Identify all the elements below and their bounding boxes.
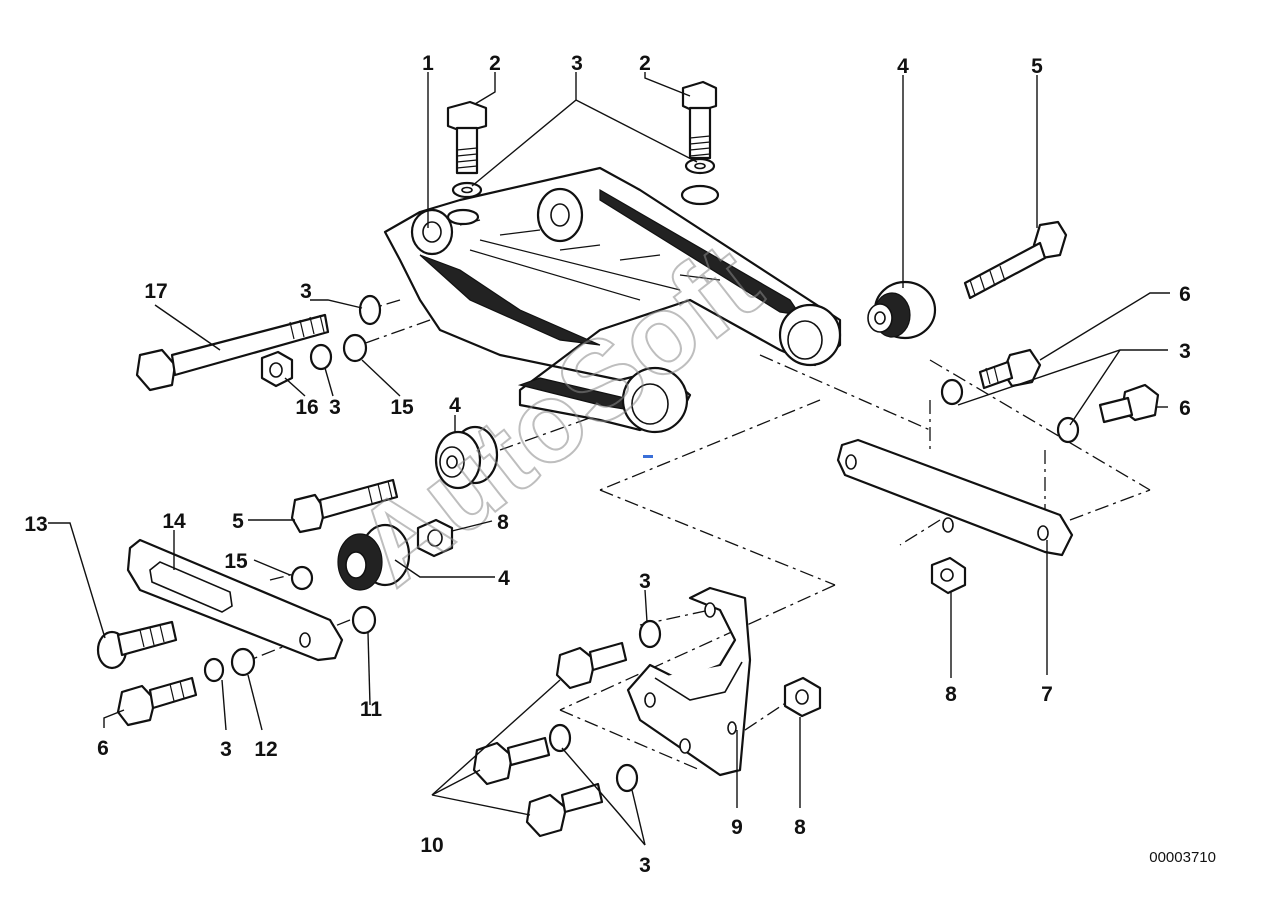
- callout-9: 9: [731, 816, 743, 839]
- bolt-part-2-right: [681, 80, 718, 160]
- washer-part-3-bottom-b: [615, 763, 639, 793]
- callout-3-low: 3: [220, 738, 232, 761]
- callout-7: 7: [1041, 683, 1053, 706]
- callout-8-bottom: 8: [794, 816, 806, 839]
- washer-part-3-low: [203, 657, 225, 683]
- callout-4-top: 4: [897, 55, 909, 78]
- bushing-part-4-top: [867, 280, 937, 340]
- callout-4-low: 4: [498, 567, 510, 590]
- plate-part-14: [126, 538, 344, 662]
- callout-3-left: 3: [300, 280, 312, 303]
- washer-part-3-bracket: [638, 619, 662, 649]
- nut-part-8-bottom: [783, 676, 822, 718]
- bolt-part-2-left: [446, 100, 488, 175]
- bushing-part-4-mid: [434, 425, 499, 490]
- washer-part-15-low: [290, 565, 314, 591]
- callout-5-mid: 5: [232, 510, 244, 533]
- callout-3-bracket: 3: [639, 570, 651, 593]
- washer-hole: [461, 186, 473, 194]
- washer-part-11: [351, 605, 377, 635]
- washer-part-12: [230, 647, 256, 677]
- callout-17: 17: [144, 280, 167, 303]
- bolt-part-10-c: [525, 782, 604, 838]
- bolt-part-5-top: [963, 220, 1068, 300]
- callout-16: 16: [295, 396, 318, 419]
- plate-part-7: [836, 438, 1074, 557]
- callout-3-right: 3: [1179, 340, 1191, 363]
- callout-2b: 2: [639, 52, 651, 75]
- bolt-part-6-low: [116, 676, 198, 727]
- callout-15-left: 15: [390, 396, 414, 419]
- callout-6-low: 6: [97, 737, 109, 760]
- callout-15-low: 15: [224, 550, 248, 573]
- callout-11: 11: [360, 698, 383, 721]
- washer-part-3-left-b: [309, 343, 333, 371]
- bolt-part-6-right: [1098, 383, 1160, 424]
- washer-part-3-right-b: [1056, 416, 1080, 444]
- bracket-part-9: [626, 586, 752, 777]
- callout-14: 14: [162, 510, 186, 533]
- assembly-dash-lines: [249, 299, 1151, 771]
- callout-13: 13: [24, 513, 47, 536]
- bushing-part-4-low: [337, 523, 411, 591]
- bolt-part-10-a: [555, 641, 628, 690]
- bolt-part-13: [96, 620, 178, 670]
- nut-part-8-mid: [416, 518, 454, 558]
- washer-part-3-left-top: [358, 294, 382, 326]
- callout-4-mid: 4: [449, 394, 461, 417]
- callout-10: 10: [420, 834, 443, 857]
- callout-8-right: 8: [945, 683, 957, 706]
- nut-part-8-right: [930, 556, 967, 595]
- callout-labels: 1 2 3 2 4 5 6 3 6 17 3 16 3 15 4 5 8 4 1…: [24, 52, 1191, 877]
- bolt-part-10-b: [472, 736, 551, 786]
- callout-1: 1: [422, 52, 434, 75]
- washer-part-3-right-a: [940, 378, 964, 406]
- callout-6-right-top: 6: [1179, 283, 1191, 306]
- callout-2a: 2: [489, 52, 501, 75]
- callout-6-right: 6: [1179, 397, 1191, 420]
- callout-3-bottom: 3: [639, 854, 651, 877]
- callout-12: 12: [254, 738, 277, 761]
- washer-part-15-left: [342, 333, 368, 363]
- callout-5-top: 5: [1031, 55, 1043, 78]
- nut-part-16: [260, 350, 294, 388]
- callout-3-top: 3: [571, 52, 583, 75]
- leader-lines: [48, 72, 1170, 846]
- callout-3-left-b: 3: [329, 396, 341, 419]
- watermark-center-mark: [643, 455, 653, 458]
- washer-part-3-bottom-a: [548, 723, 572, 753]
- bolt-part-6-right-top: [978, 348, 1042, 390]
- bolt-part-5-mid: [290, 478, 399, 534]
- diagram-id-label: 00003710: [1149, 849, 1216, 866]
- callout-8-mid: 8: [497, 511, 509, 534]
- washer-hole: [694, 162, 706, 170]
- bolt-part-17: [135, 313, 330, 392]
